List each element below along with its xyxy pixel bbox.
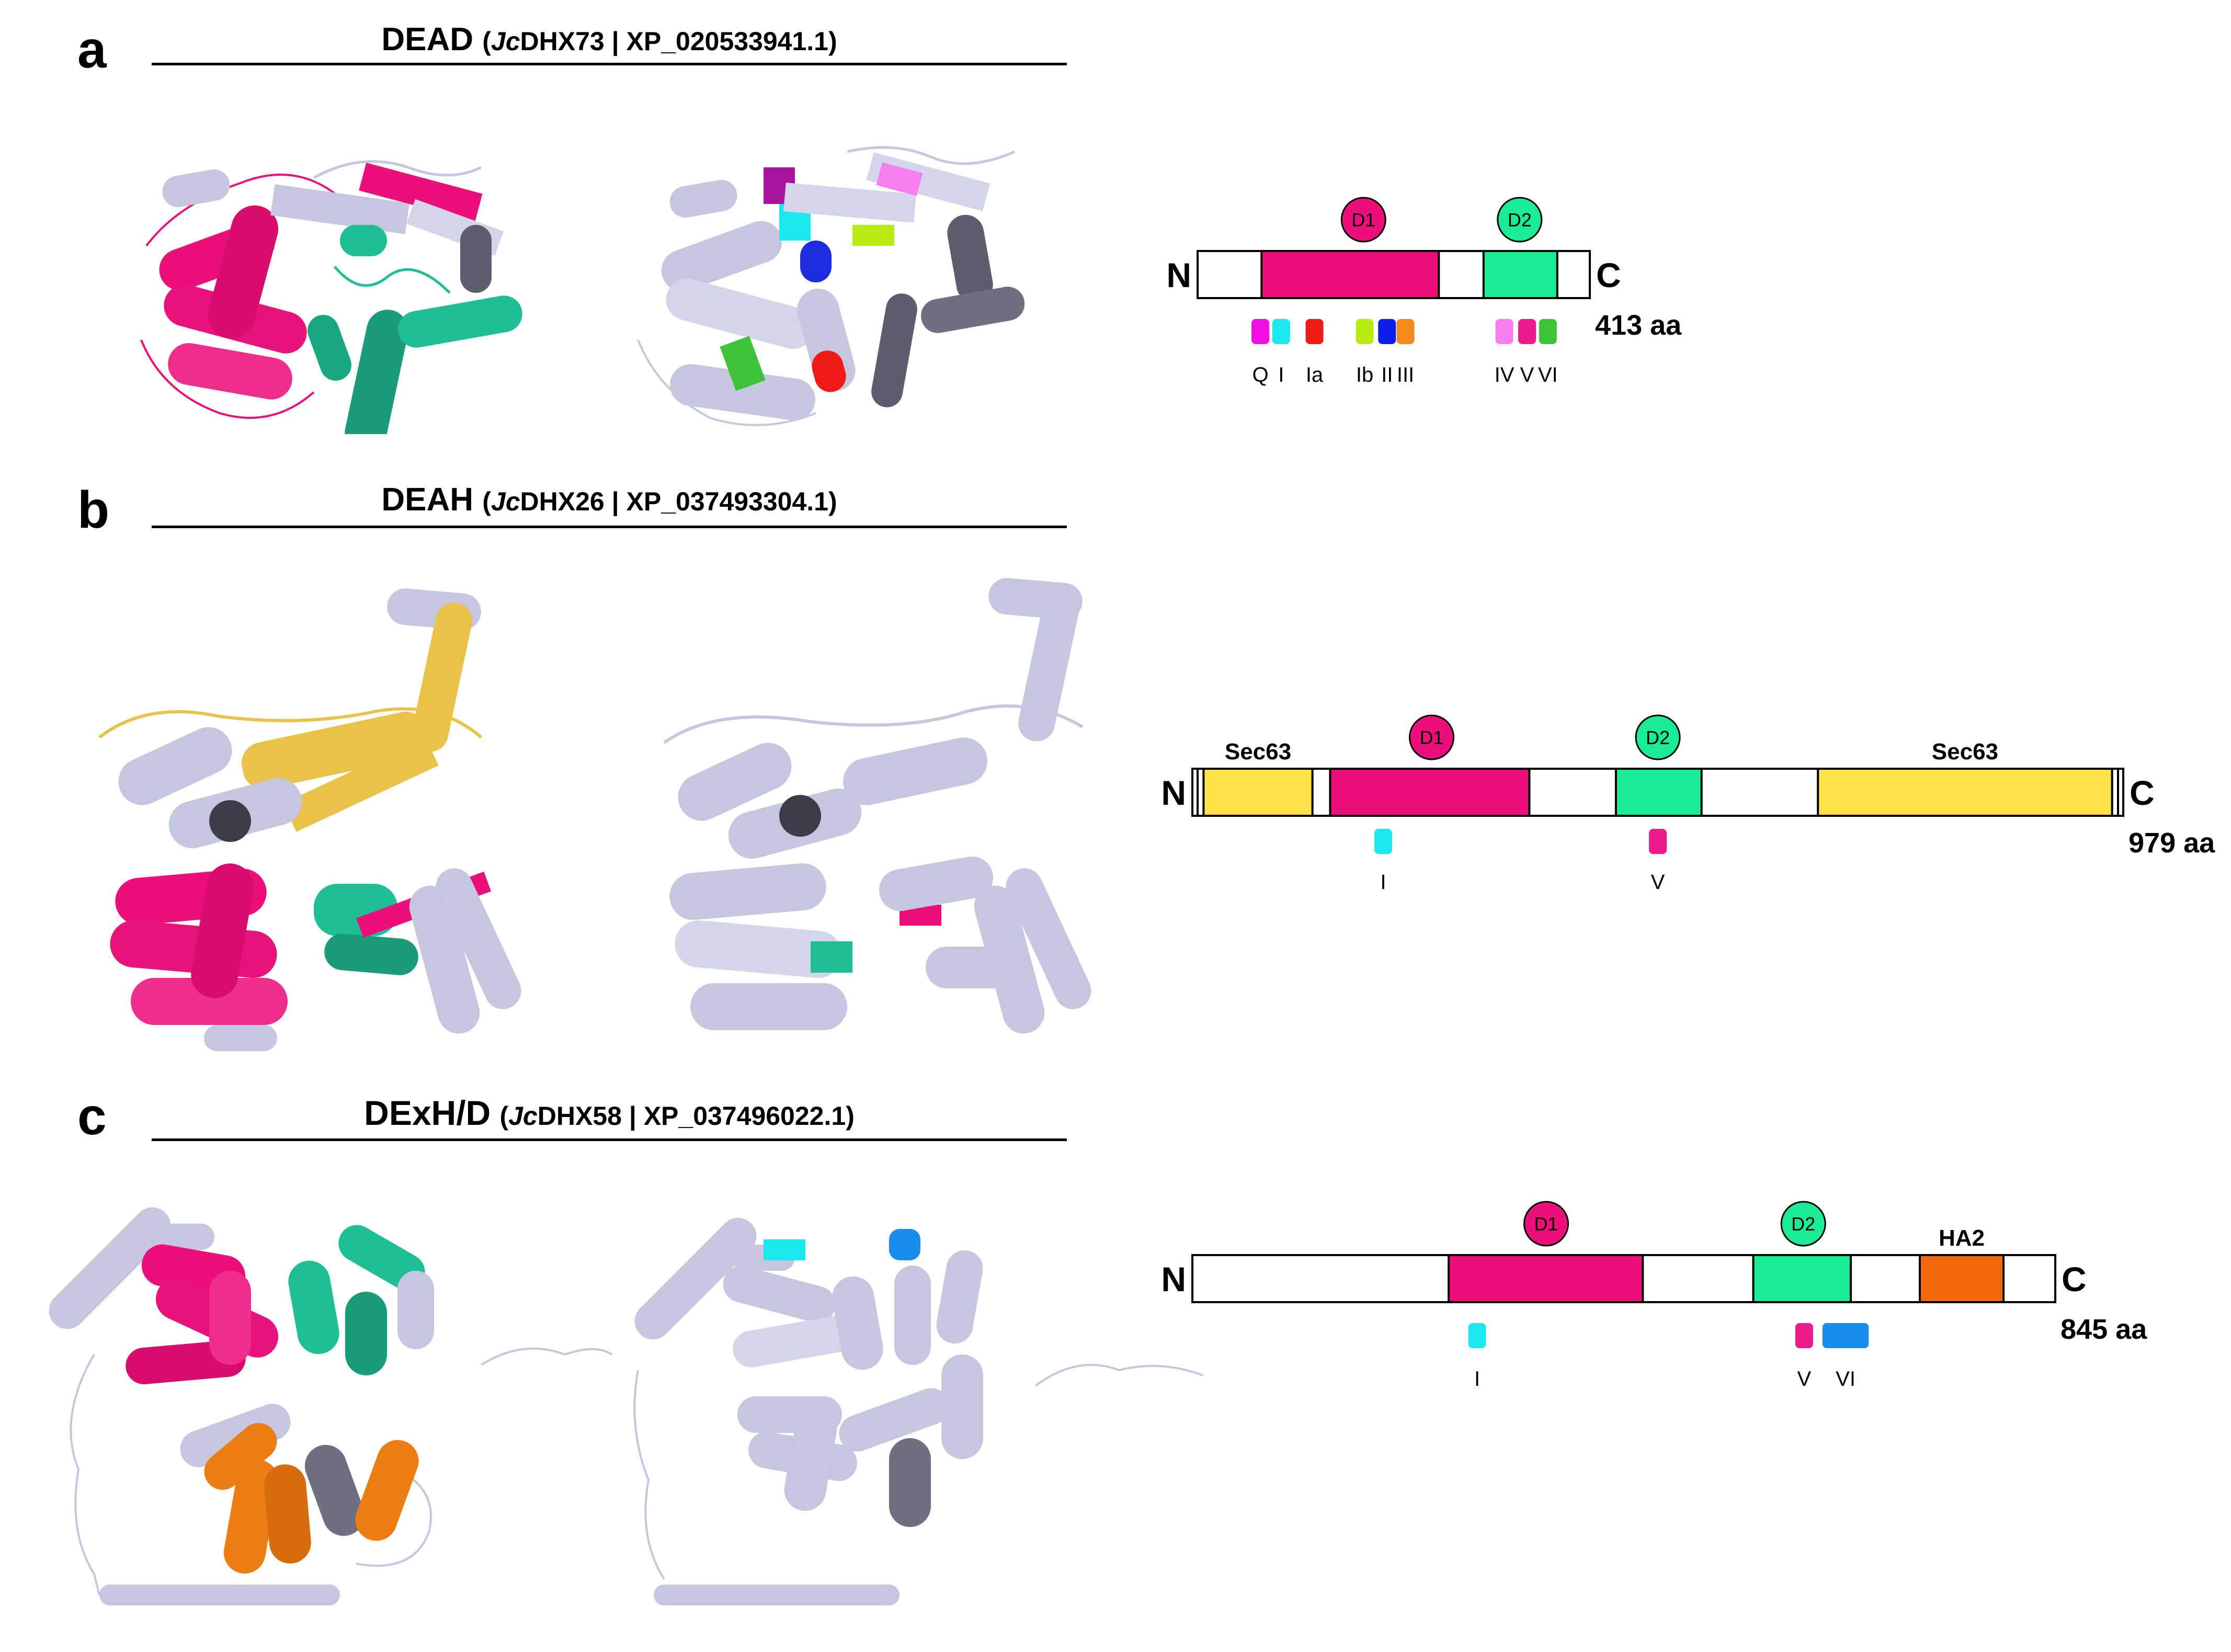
- domain-scheme-c-svg: HA2 D1 D2N C 845 aa I V VI: [1161, 1201, 2147, 1391]
- motif-ii: [1378, 319, 1396, 344]
- panel-letter-a: a: [77, 20, 107, 79]
- panel-a-family: DEAD: [381, 21, 474, 58]
- badge-d2: [1635, 714, 1681, 760]
- motif-label-vi: VI: [1836, 1368, 1856, 1391]
- structure-a-colored: [115, 120, 586, 434]
- panel-c-title: DExH/D (JcDHX58 | XP_037496022.1): [364, 1093, 855, 1132]
- motif-v: [1518, 319, 1536, 344]
- structure-c-motifs: [617, 1198, 1213, 1626]
- motif-v: [1649, 829, 1667, 854]
- motif-label-i: I: [1278, 363, 1284, 386]
- badge-d1: [1408, 714, 1454, 760]
- panel-c-gene: DHX58: [537, 1101, 622, 1131]
- motif-label-ib: Ib: [1356, 363, 1373, 386]
- panel-a-title-rule: [152, 63, 1067, 65]
- panel-a-gene: DHX73: [520, 27, 605, 56]
- badge-label-d1: D1: [1351, 209, 1375, 231]
- panel-b-title-rule: [152, 526, 1067, 528]
- domain-box-2: [1918, 1254, 2005, 1303]
- motif-label-ii: II: [1381, 363, 1393, 386]
- motif-iv: [1495, 319, 1513, 344]
- motif-label-vi: VI: [1538, 363, 1558, 386]
- domain-box-0: [1202, 768, 1314, 817]
- domain-box-3: [1817, 768, 2113, 817]
- panel-c-gene-prefix: Jc: [508, 1101, 538, 1131]
- badge-d1: [1340, 197, 1386, 243]
- badge-label-d2: D2: [1508, 209, 1532, 231]
- structure-a-motifs: [628, 120, 1098, 434]
- panel-letter-c: c: [77, 1087, 107, 1146]
- panel-b-family: DEAH: [381, 482, 474, 518]
- panel-c-title-rule: [152, 1138, 1067, 1141]
- badge-label-d2: D2: [1646, 727, 1670, 748]
- badge-d2: [1497, 197, 1543, 243]
- protein-length-label: 845 aa: [2061, 1314, 2147, 1345]
- badge-d1: [1523, 1201, 1569, 1247]
- structure-b-colored: [84, 570, 554, 1062]
- c-terminus-label: C: [1596, 256, 1621, 294]
- panel-a-title: DEAD (JcDHX73 | XP_020533941.1): [381, 21, 837, 58]
- motif-label-i: I: [1380, 871, 1386, 894]
- motif-vi: [1822, 1323, 1869, 1348]
- domain-box-1: [1482, 250, 1558, 299]
- domain-label-sec63: Sec63: [1932, 739, 1998, 765]
- protein-length-label: 413 aa: [1595, 310, 1682, 341]
- protein-length-label: 979 aa: [2128, 827, 2215, 859]
- motif-label-iii: III: [1397, 363, 1414, 386]
- domain-scheme-b-svg: Sec63 Sec63 D1 D2N C 979 aa I V: [1161, 714, 2215, 894]
- n-terminus-label: N: [1161, 1260, 1186, 1298]
- motif-v: [1795, 1323, 1813, 1348]
- motif-i: [1468, 1323, 1486, 1348]
- panel-c-accession: XP_037496022.1: [643, 1101, 846, 1131]
- n-terminus-label: N: [1166, 256, 1191, 294]
- structure-b-motifs: [654, 570, 1124, 1062]
- domain-box-0: [1448, 1254, 1644, 1303]
- structure-c-colored: [21, 1198, 617, 1626]
- panel-a-gene-prefix: Jc: [491, 27, 520, 56]
- badge-label-d1: D1: [1419, 727, 1443, 748]
- motif-label-v: V: [1520, 363, 1534, 386]
- panel-a-accession: XP_020533941.1: [626, 27, 828, 56]
- motif-label-v: V: [1651, 871, 1665, 894]
- motif-i: [1272, 319, 1290, 344]
- n-terminus-label: N: [1161, 773, 1186, 812]
- motif-i: [1374, 829, 1392, 854]
- motif-iii: [1396, 319, 1415, 344]
- motif-q: [1251, 319, 1269, 344]
- domain-box-1: [1752, 1254, 1852, 1303]
- badge-label-d2: D2: [1791, 1213, 1815, 1235]
- motif-label-v: V: [1797, 1368, 1812, 1391]
- motif-label-ia: Ia: [1306, 363, 1324, 386]
- panel-b-gene: DHX26: [520, 487, 605, 516]
- panel-b-accession: XP_037493304.1: [626, 487, 828, 516]
- badge-label-d1: D1: [1534, 1213, 1558, 1235]
- badge-d2: [1780, 1201, 1826, 1247]
- panel-b-gene-prefix: Jc: [491, 487, 520, 516]
- panel-letter-b: b: [77, 481, 110, 539]
- motif-ia: [1305, 319, 1324, 344]
- motif-label-i: I: [1474, 1368, 1480, 1391]
- panel-b-title: DEAH (JcDHX26 | XP_037493304.1): [381, 482, 837, 518]
- c-terminus-label: C: [2062, 1260, 2087, 1298]
- domain-box-1: [1329, 768, 1531, 817]
- domain-label-ha2: HA2: [1939, 1225, 1985, 1251]
- domain-box-2: [1614, 768, 1703, 817]
- c-terminus-label: C: [2130, 773, 2155, 812]
- motif-label-iv: IV: [1495, 363, 1515, 386]
- domain-box-0: [1260, 250, 1440, 299]
- motif-ib: [1356, 319, 1374, 344]
- panel-c-family: DExH/D: [364, 1093, 491, 1132]
- motif-label-q: Q: [1252, 363, 1268, 386]
- motif-vi: [1539, 319, 1557, 344]
- domain-label-sec63: Sec63: [1225, 739, 1291, 765]
